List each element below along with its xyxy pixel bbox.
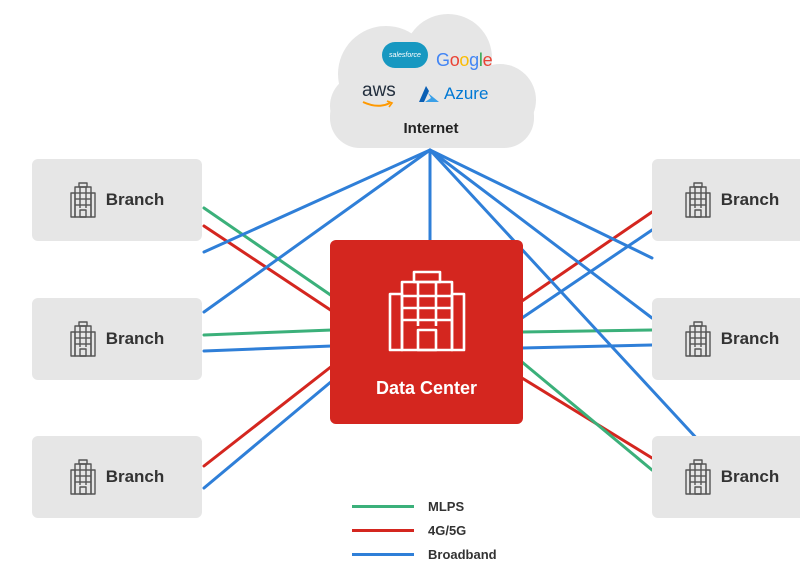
legend-swatch (352, 528, 414, 532)
line-broadband-internet-left-2 (202, 148, 432, 314)
branch-left-1: Branch (32, 159, 202, 241)
branch-label: Branch (105, 467, 165, 486)
branch-label: Branch (105, 190, 165, 209)
line-broadband-internet-right-3 (428, 148, 702, 444)
google-logo: Google (436, 50, 493, 71)
legend-item-mlps: MLPS (352, 494, 497, 518)
legend-item-broadband: Broadband (352, 542, 497, 566)
cloud-shape (330, 14, 536, 148)
google-letter: e (482, 50, 493, 70)
google-letter: g (469, 50, 479, 70)
branch-right-2: Branch (652, 298, 800, 380)
legend-label: 4G/5G (428, 522, 467, 538)
office-building-icon (685, 459, 711, 495)
google-letter: o (449, 50, 460, 70)
line-mlps-right-2 (520, 328, 654, 334)
line-broadband-internet-right-2 (428, 148, 654, 320)
line-4g5g-right-3 (520, 376, 654, 460)
legend: MLPS 4G/5G Broadband (352, 494, 497, 566)
branch-left-2: Branch (32, 298, 202, 380)
google-letter: l (478, 50, 483, 70)
office-building-icon (685, 321, 711, 357)
aws-smile-icon (362, 100, 394, 108)
aws-logo: aws (362, 80, 396, 108)
branch-label: Branch (720, 467, 780, 486)
line-broadband-left-2 (202, 344, 334, 353)
aws-logo-text: aws (362, 80, 396, 101)
office-building-icon (685, 182, 711, 218)
line-broadband-internet-left-1 (202, 148, 432, 254)
legend-label: Broadband (428, 546, 497, 562)
branch-right-3: Branch (652, 436, 800, 518)
salesforce-logo: salesforce (382, 42, 428, 68)
google-letter: o (459, 50, 470, 70)
azure-logo-text: Azure (444, 84, 489, 103)
data-center-label: Data Center (375, 378, 478, 398)
office-building-icon (70, 321, 96, 357)
line-mlps-left-1 (202, 206, 334, 298)
legend-label: MLPS (428, 498, 465, 514)
line-4g5g-left-3 (202, 364, 334, 468)
line-mlps-right-3 (520, 360, 654, 472)
line-4g5g-right-1 (520, 210, 654, 303)
line-broadband-right-2 (520, 343, 654, 350)
legend-swatch (352, 504, 414, 508)
branch-label: Branch (720, 329, 780, 348)
line-broadband-left-3 (202, 379, 334, 490)
office-building-icon (70, 459, 96, 495)
internet-cloud: salesforce Google aws Azure Internet (322, 14, 540, 148)
branch-label: Branch (105, 329, 165, 348)
google-letter: G (436, 50, 450, 70)
legend-swatch (352, 552, 414, 556)
branch-left-3: Branch (32, 436, 202, 518)
office-building-icon (70, 182, 96, 218)
data-center-building-icon (388, 270, 466, 352)
line-mlps-left-2 (202, 328, 334, 337)
azure-icon (419, 86, 439, 102)
line-4g5g-left-1 (202, 224, 334, 313)
salesforce-logo-text: salesforce (389, 51, 421, 59)
legend-item-4g5g: 4G/5G (352, 518, 497, 542)
line-broadband-internet-right-1 (428, 148, 654, 260)
branch-label: Branch (720, 190, 780, 209)
azure-logo: Azure (418, 84, 488, 104)
internet-label: Internet (403, 120, 459, 137)
line-broadband-right-1 (520, 228, 654, 320)
data-center-box: Data Center (330, 240, 523, 424)
branch-right-1: Branch (652, 159, 800, 241)
